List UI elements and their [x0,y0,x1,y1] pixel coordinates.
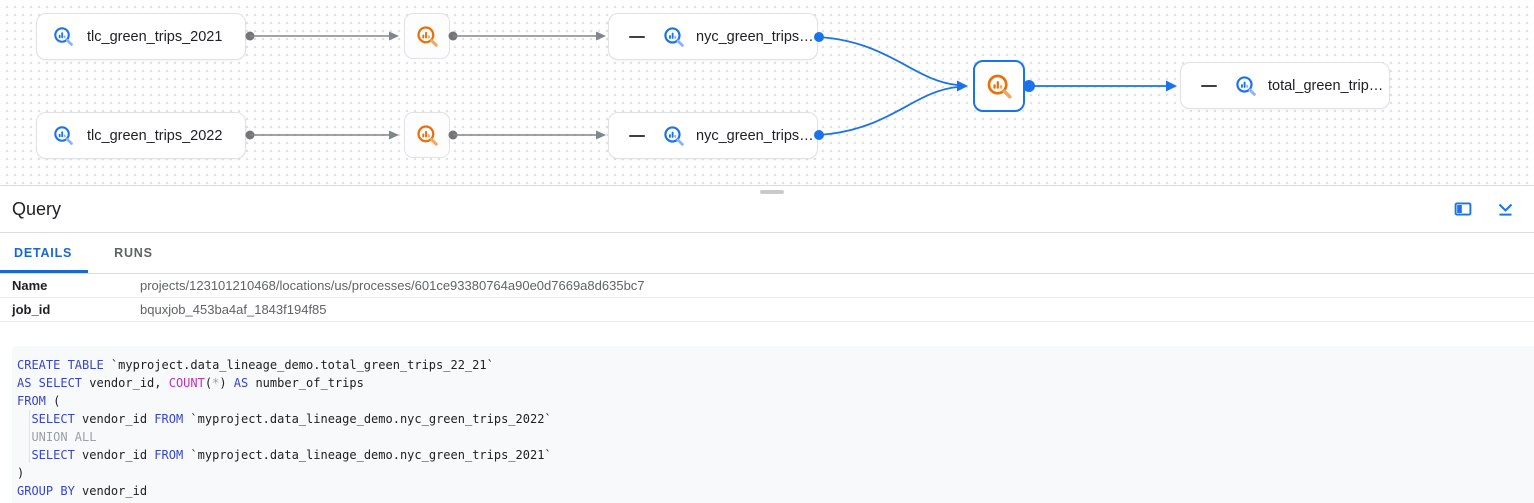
bigquery-table-icon [664,125,684,146]
panel-resize-handle[interactable] [760,190,784,194]
node-label: total_green_trip… [1268,77,1384,94]
indent-guide-line [29,410,30,463]
collapse-minus-icon[interactable] [629,134,645,137]
table-node-total-green-trips[interactable]: total_green_trip… [1180,62,1390,109]
table-node-nyc-green-trips-2[interactable]: nyc_green_trips… [608,112,818,159]
field-row-job-id: job_id bquxjob_453ba4af_1843f194f85 [0,298,1534,322]
bigquery-table-icon [664,26,684,47]
field-value: projects/123101210468/locations/us/proce… [140,278,645,293]
node-label: tlc_green_trips_2022 [87,127,223,144]
query-process-icon [416,25,438,47]
table-node-tlc-green-trips-2021[interactable]: tlc_green_trips_2021 [36,13,246,60]
query-process-node-1[interactable] [404,13,450,59]
panel-tabs: DETAILS RUNS [0,233,1534,274]
collapse-minus-icon[interactable] [629,35,645,38]
query-process-icon [416,124,438,146]
open-side-panel-icon [1454,202,1472,216]
panel-header: Query [0,186,1534,233]
collapse-panel-icon [1498,203,1513,216]
field-label: Name [12,278,48,293]
query-process-icon [987,74,1012,99]
sql-code-block: CREATE TABLE `myproject.data_lineage_dem… [12,346,1534,503]
table-node-nyc-green-trips-1[interactable]: nyc_green_trips… [608,13,818,60]
collapse-minus-icon[interactable] [1201,84,1217,87]
node-label: tlc_green_trips_2021 [87,28,223,45]
bigquery-table-icon [54,126,73,145]
collapse-panel-button[interactable] [1495,199,1516,220]
query-process-node-selected[interactable] [973,60,1025,112]
tab-runs[interactable]: RUNS [88,233,173,273]
open-side-panel-button[interactable] [1452,198,1474,220]
bigquery-table-icon [54,27,73,46]
field-row-name: Name projects/123101210468/locations/us/… [0,274,1534,298]
sql-query-text: CREATE TABLE `myproject.data_lineage_dem… [12,346,1534,503]
bigquery-table-icon [1236,75,1256,96]
node-label: nyc_green_trips… [696,127,814,144]
node-label: nyc_green_trips… [696,28,814,45]
query-process-node-2[interactable] [404,112,450,158]
panel-title: Query [12,198,62,219]
lineage-graph-canvas[interactable]: tlc_green_trips_2021 tlc_green_trips_202… [0,0,1534,186]
tab-details[interactable]: DETAILS [0,233,88,273]
query-details-panel: Query DETAILS RUNS Name projects/1231012… [0,186,1534,503]
field-label: job_id [12,302,51,317]
table-node-tlc-green-trips-2022[interactable]: tlc_green_trips_2022 [36,112,246,159]
field-value: bquxjob_453ba4af_1843f194f85 [140,302,327,317]
